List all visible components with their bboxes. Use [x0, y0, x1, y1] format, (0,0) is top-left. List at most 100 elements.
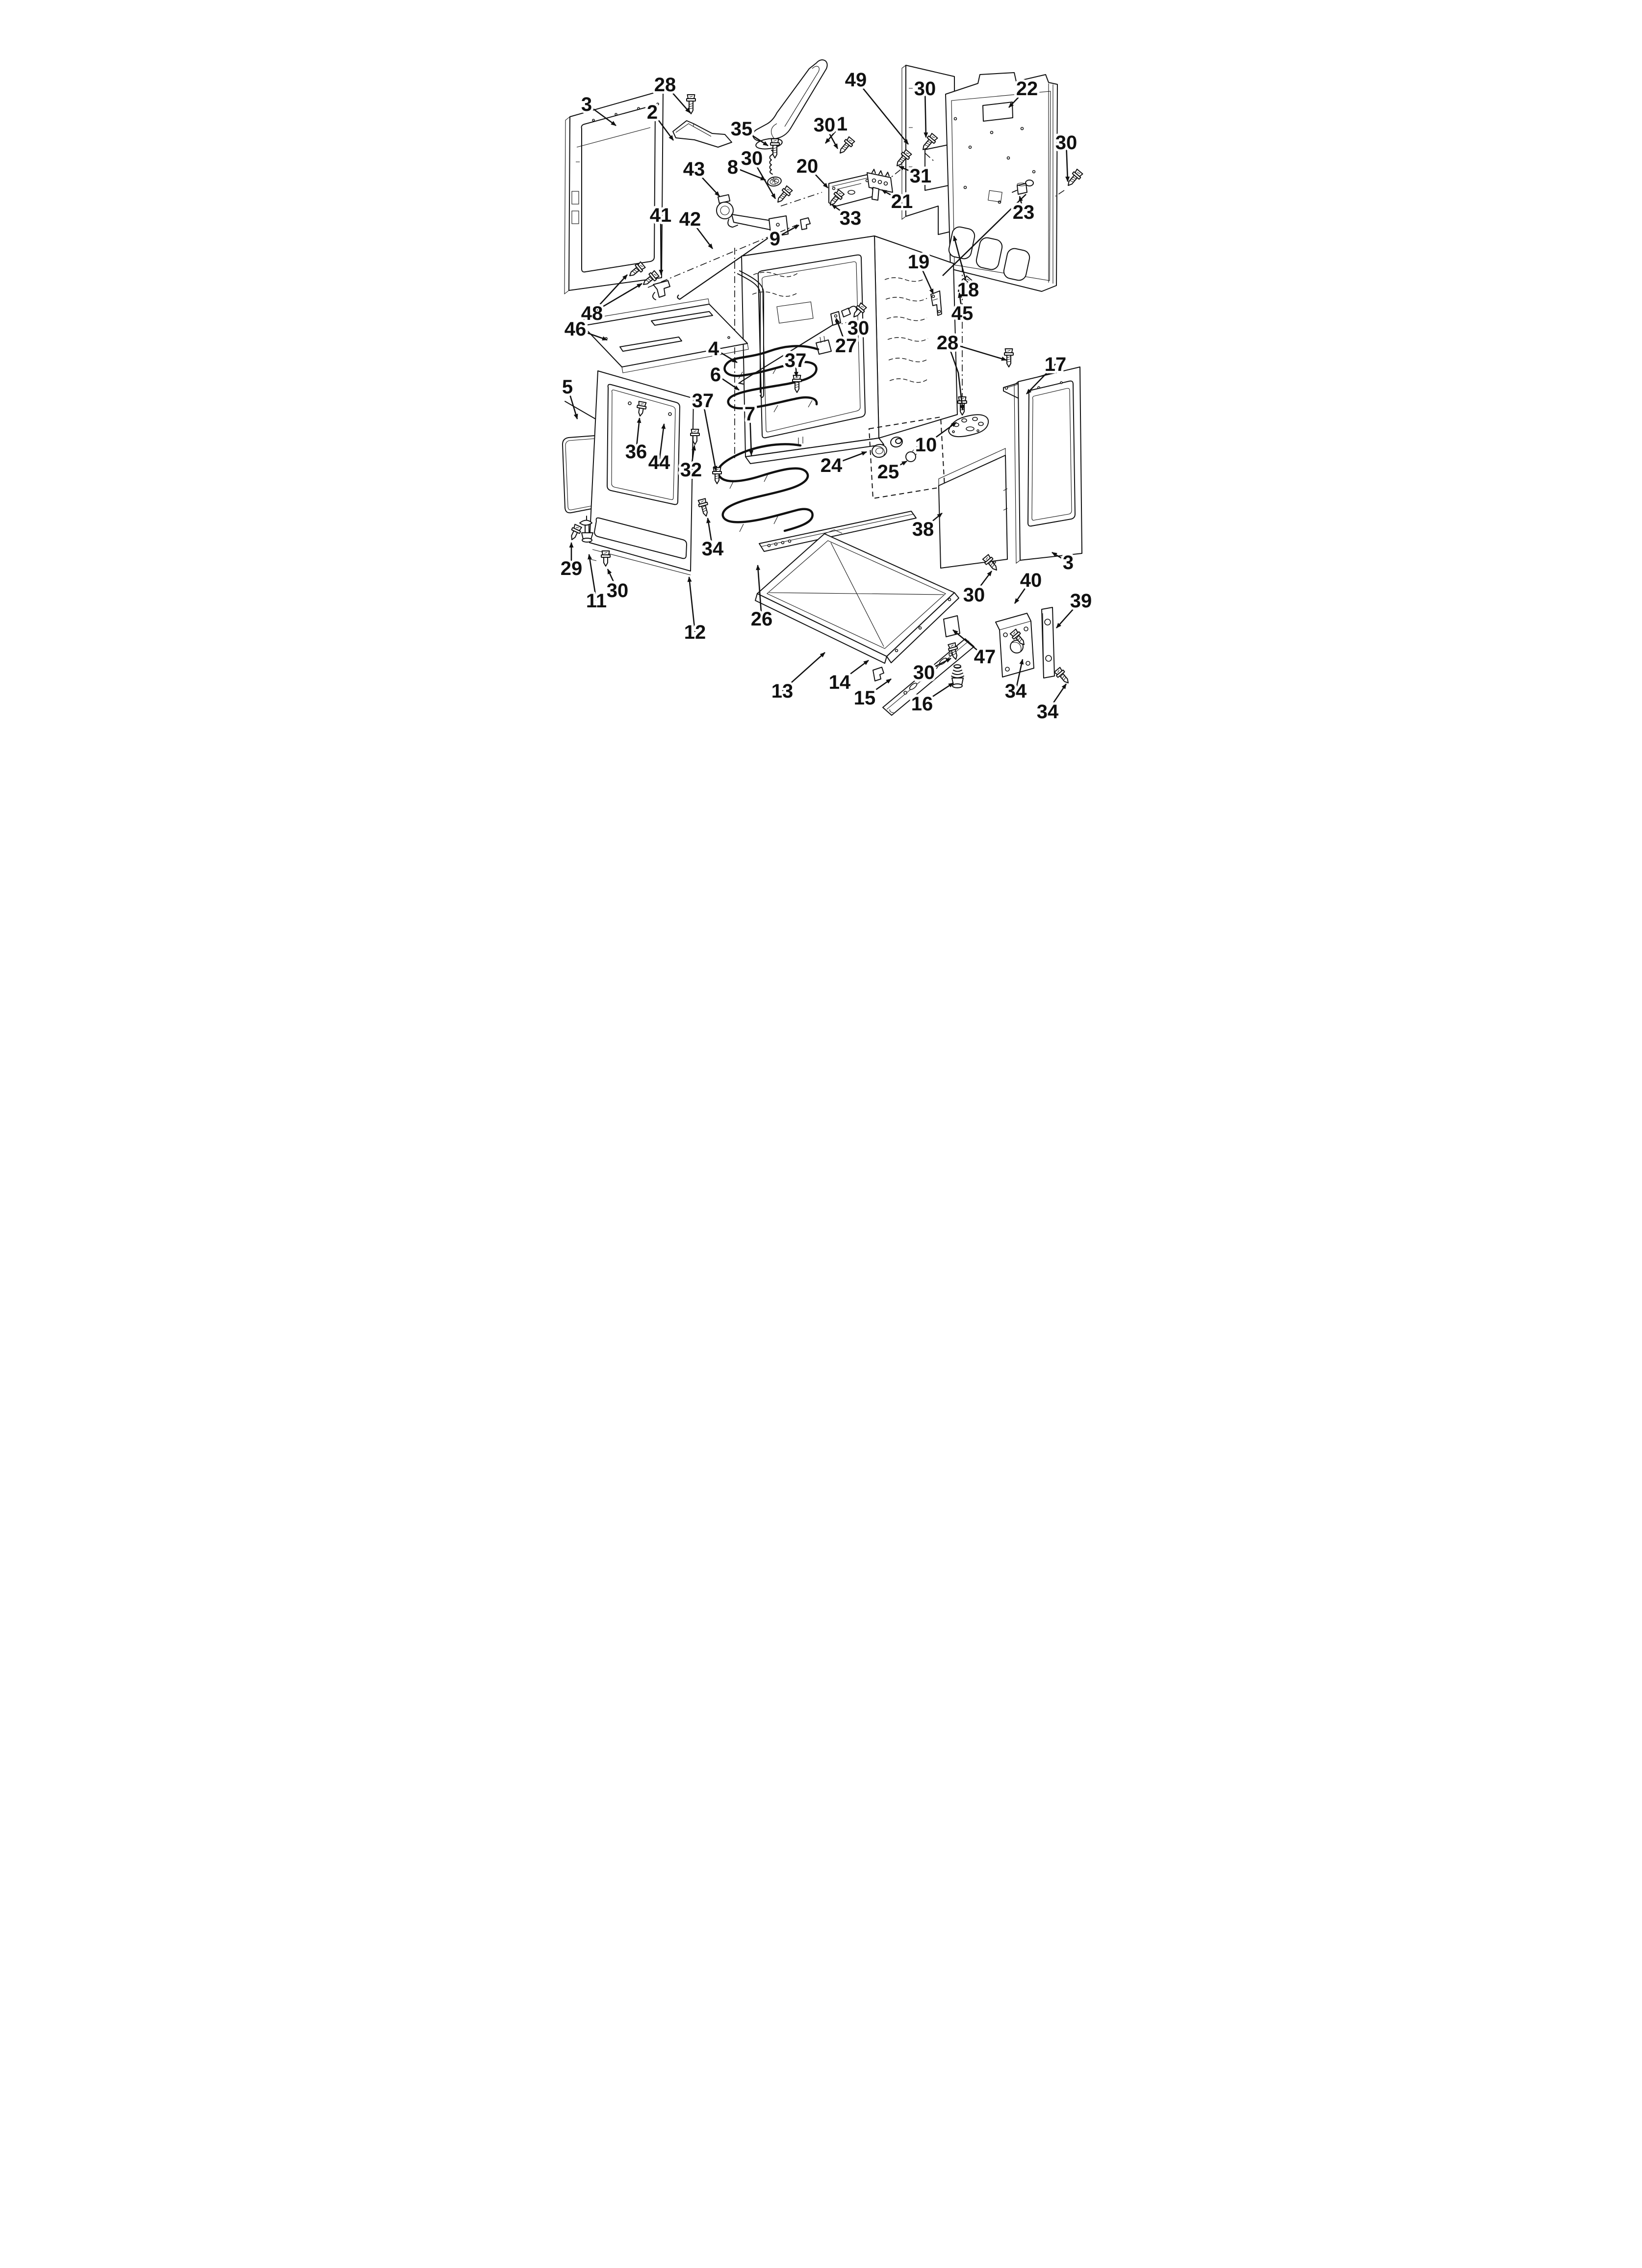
callout-5: 5 — [562, 376, 573, 398]
callout-28: 28 — [937, 332, 959, 354]
screw — [1053, 667, 1069, 683]
screw — [686, 94, 696, 114]
callout-44: 44 — [648, 452, 670, 473]
leader-arrow — [1019, 196, 1025, 212]
leader-arrow — [825, 123, 843, 144]
callout-33: 33 — [840, 208, 862, 229]
callout-36: 36 — [625, 441, 647, 463]
leader-arrow — [1065, 142, 1070, 182]
left-door-glass-panel — [564, 90, 664, 295]
callout-29: 29 — [561, 558, 583, 579]
leader-arrow — [957, 292, 963, 313]
install-line — [1055, 190, 1065, 197]
callout-19: 19 — [908, 251, 930, 273]
leader-arrow — [732, 166, 766, 181]
light-bulb — [905, 451, 916, 462]
callout-48: 48 — [581, 303, 603, 324]
callout-4: 4 — [708, 338, 719, 360]
screw — [697, 498, 708, 517]
screw — [853, 302, 867, 317]
leader-arrow — [741, 128, 769, 147]
screw — [770, 138, 780, 158]
callout-2: 2 — [647, 102, 658, 123]
callout-21: 21 — [891, 191, 913, 212]
leader-arrow — [1047, 683, 1067, 712]
callout-30: 30 — [914, 78, 936, 100]
leader-arrow — [807, 165, 828, 188]
exploded-parts-diagram: 3282351849302230231845193020213133433041… — [547, 0, 1095, 756]
leader-arrow — [918, 261, 934, 294]
callout-8: 8 — [727, 156, 738, 178]
callout-3: 3 — [581, 94, 592, 115]
leader-arrow — [1008, 88, 1027, 108]
screw — [1068, 168, 1083, 186]
callout-14: 14 — [829, 672, 851, 693]
leader-arrow — [835, 318, 847, 346]
screw — [571, 523, 582, 540]
screw — [777, 185, 793, 203]
callout-13: 13 — [771, 680, 794, 702]
leader-arrow — [756, 565, 763, 619]
rear-panel — [945, 72, 1058, 292]
bottom-pan — [755, 529, 959, 664]
callout-27: 27 — [835, 335, 857, 357]
screw — [982, 554, 997, 571]
leader-arrow — [566, 386, 578, 419]
rear-bracket — [930, 290, 942, 316]
callout-31: 31 — [910, 165, 932, 187]
leader-arrow — [658, 423, 666, 463]
callout-28: 28 — [654, 74, 676, 96]
screw — [643, 270, 660, 285]
glide-clip — [872, 667, 884, 681]
leveling-foot — [951, 664, 964, 688]
leader-arrow — [831, 204, 851, 219]
leader-arrow — [924, 88, 928, 138]
callout-7: 7 — [744, 403, 755, 425]
callout-42: 42 — [679, 209, 701, 230]
leader-arrow — [1014, 579, 1032, 604]
callout-30: 30 — [814, 114, 836, 136]
top-trim-bracket — [672, 120, 732, 148]
leader-arrow — [853, 318, 859, 328]
leader-arrow — [774, 224, 799, 239]
callout-6: 6 — [710, 364, 721, 386]
leader-arrow — [881, 189, 902, 202]
callout-23: 23 — [1013, 202, 1035, 223]
rod-clip — [652, 280, 670, 300]
leader-arrow — [689, 218, 714, 249]
callout-10: 10 — [915, 434, 937, 456]
vent-screen-grommet — [767, 176, 782, 187]
callout-15: 15 — [854, 687, 876, 709]
callout-37: 37 — [692, 390, 714, 412]
leader-arrow — [715, 373, 740, 391]
leader-arrow — [924, 657, 951, 673]
screw — [948, 642, 958, 660]
screw — [923, 132, 938, 150]
leader-arrow — [749, 413, 754, 456]
rear-filler-panel — [901, 65, 955, 235]
terminal-block — [867, 169, 893, 201]
screw — [629, 261, 646, 276]
screw — [601, 550, 611, 567]
leader-arrow — [839, 659, 869, 683]
leader-arrow — [922, 682, 954, 704]
leader-arrow — [665, 84, 691, 113]
leader-arrow — [591, 283, 642, 314]
leader-arrow — [855, 79, 909, 145]
callout-38: 38 — [912, 519, 934, 540]
cavity-clip — [800, 217, 811, 230]
hairpin-rod — [737, 270, 764, 398]
callout-17: 17 — [1045, 354, 1067, 375]
callout-30: 30 — [1055, 132, 1078, 154]
leader-arrow — [953, 235, 969, 290]
callout-34: 34 — [702, 538, 724, 560]
callout-1: 1 — [837, 113, 847, 135]
leader-arrow — [575, 328, 608, 341]
shim-strip — [1041, 607, 1055, 678]
callout-16: 16 — [911, 693, 933, 715]
screw — [840, 136, 855, 154]
callout-3: 3 — [1063, 552, 1074, 574]
screw — [1009, 628, 1025, 645]
leg-bracket — [995, 613, 1034, 678]
